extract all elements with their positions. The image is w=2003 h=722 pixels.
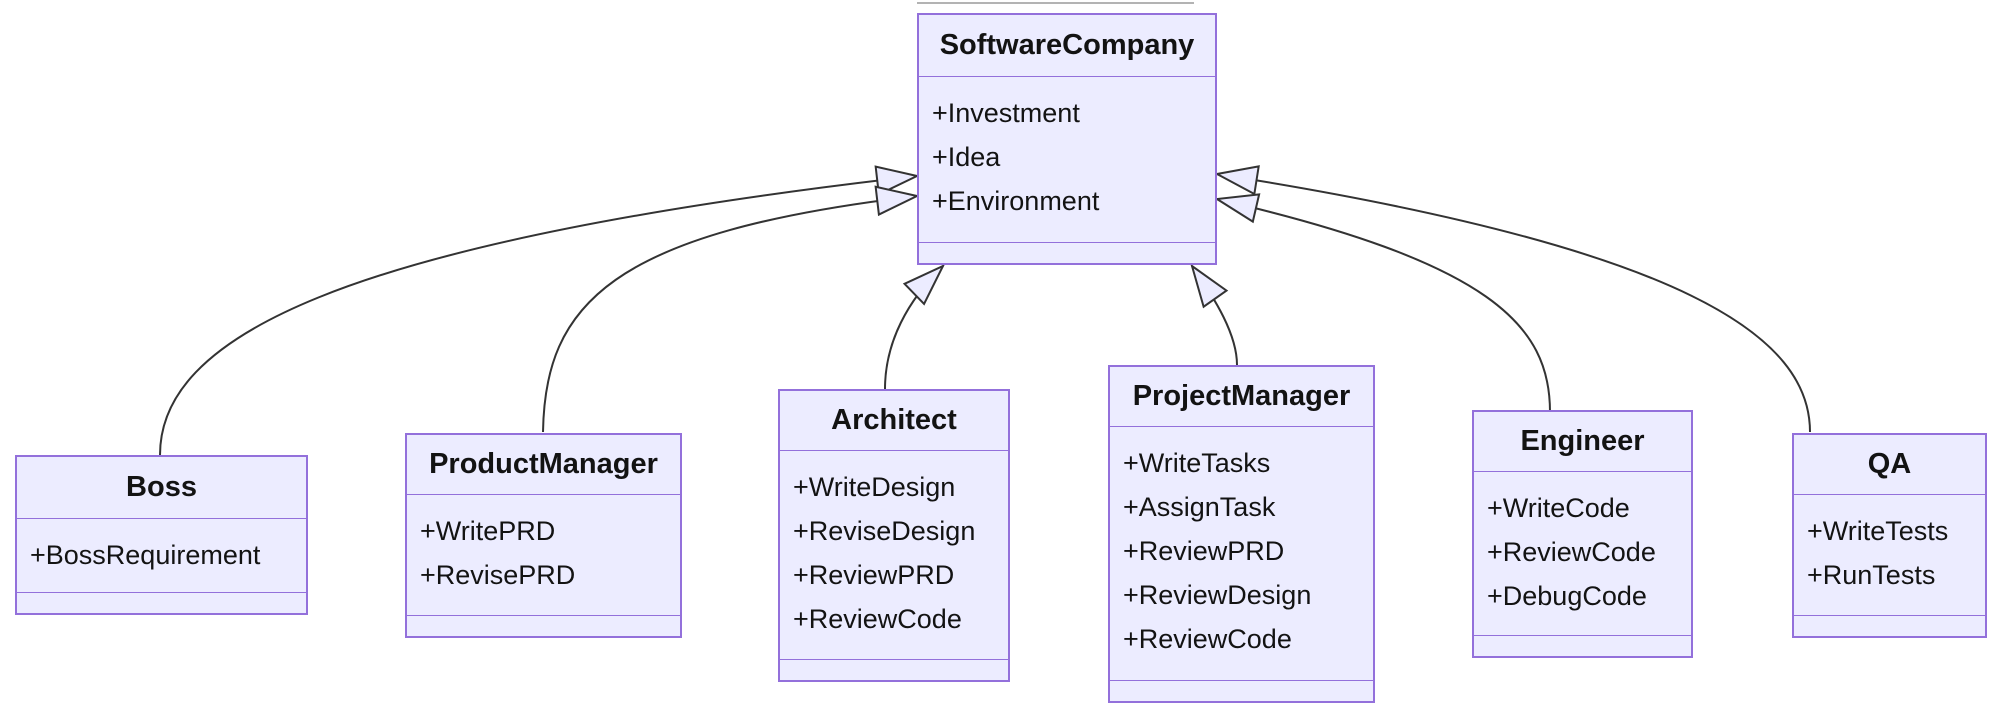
class-attributes: +WritePRD +RevisePRD xyxy=(407,495,680,615)
class-box-productmanager: ProductManager +WritePRD +RevisePRD xyxy=(405,433,682,638)
class-methods-empty xyxy=(919,242,1215,263)
class-attribute: +ReviewPRD xyxy=(1123,536,1285,566)
class-methods-empty xyxy=(1110,680,1373,701)
class-attribute: +BossRequirement xyxy=(30,540,261,570)
class-attribute: +WriteTests xyxy=(1807,516,1949,546)
class-attributes: +WriteCode +ReviewCode +DebugCode xyxy=(1474,472,1691,635)
class-attribute: +AssignTask xyxy=(1123,492,1276,522)
class-box-projectmanager: ProjectManager +WriteTasks +AssignTask +… xyxy=(1108,365,1375,703)
class-title: ProductManager xyxy=(407,435,680,495)
class-title: SoftwareCompany xyxy=(919,15,1215,77)
class-attribute: +Idea xyxy=(932,142,1001,172)
class-title: QA xyxy=(1794,435,1985,495)
class-box-softwarecompany: SoftwareCompany +Investment +Idea +Envir… xyxy=(917,13,1217,265)
class-attributes: +BossRequirement xyxy=(17,519,306,592)
class-attribute: +ReviewCode xyxy=(1487,537,1656,567)
class-box-engineer: Engineer +WriteCode +ReviewCode +DebugCo… xyxy=(1472,410,1693,658)
class-title: Architect xyxy=(780,391,1008,451)
class-attribute: +ReviewPRD xyxy=(793,560,955,590)
class-title: ProjectManager xyxy=(1110,367,1373,427)
class-attribute: +Environment xyxy=(932,186,1100,216)
class-box-architect: Architect +WriteDesign +ReviseDesign +Re… xyxy=(778,389,1010,682)
class-attribute: +ReviseDesign xyxy=(793,516,976,546)
clipped-edge-artifact xyxy=(917,2,1194,4)
class-title: Engineer xyxy=(1474,412,1691,472)
class-attributes: +WriteTasks +AssignTask +ReviewPRD +Revi… xyxy=(1110,427,1373,680)
class-attribute: +ReviewCode xyxy=(1123,624,1292,654)
class-methods-empty xyxy=(1474,635,1691,656)
class-attribute: +WriteDesign xyxy=(793,472,956,502)
class-attribute: +DebugCode xyxy=(1487,581,1647,611)
inheritance-arrow-projectmanager-to-softwarecompany xyxy=(1190,263,1238,366)
inheritance-arrow-architect-to-softwarecompany xyxy=(884,263,946,390)
class-methods-empty xyxy=(1794,615,1985,636)
class-box-qa: QA +WriteTests +RunTests xyxy=(1792,433,1987,638)
class-attribute: +Investment xyxy=(932,98,1080,128)
class-attribute: +RunTests xyxy=(1807,560,1936,590)
class-attributes: +WriteTests +RunTests xyxy=(1794,495,1985,615)
class-attribute: +ReviewDesign xyxy=(1123,580,1312,610)
class-attribute: +ReviewCode xyxy=(793,604,962,634)
class-attributes: +Investment +Idea +Environment xyxy=(919,77,1215,242)
class-attribute: +RevisePRD xyxy=(420,560,576,590)
class-attribute: +WriteCode xyxy=(1487,493,1630,523)
class-methods-empty xyxy=(780,659,1008,680)
inheritance-arrow-productmanager-to-softwarecompany xyxy=(542,185,921,433)
class-attribute: +WriteTasks xyxy=(1123,448,1271,478)
class-attribute: +WritePRD xyxy=(420,516,556,546)
class-methods-empty xyxy=(407,615,680,636)
inheritance-arrow-qa-to-softwarecompany xyxy=(1214,165,1811,433)
inheritance-arrow-boss-to-softwarecompany xyxy=(159,165,921,456)
inheritance-arrow-engineer-to-softwarecompany xyxy=(1214,193,1551,413)
class-box-boss: Boss +BossRequirement xyxy=(15,455,308,615)
class-attributes: +WriteDesign +ReviseDesign +ReviewPRD +R… xyxy=(780,451,1008,659)
class-title: Boss xyxy=(17,457,306,519)
class-methods-empty xyxy=(17,592,306,613)
